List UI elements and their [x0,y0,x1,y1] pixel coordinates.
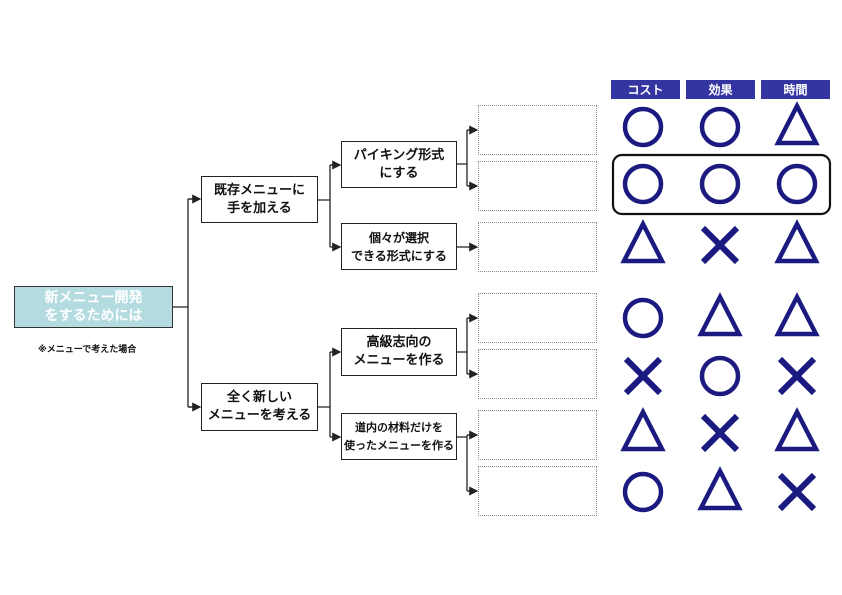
node-individual-choice: 個々が選択 できる形式にする [341,223,457,270]
node-premium: 高級志向の メニューを作る [341,328,457,376]
circle-icon [622,471,664,513]
triangle-icon [620,407,666,452]
empty-box [478,466,597,516]
empty-box [478,161,597,211]
empty-box [478,349,597,399]
circle-icon [622,297,664,339]
triangle-icon [697,292,743,337]
empty-box [478,293,597,343]
cross-icon [700,413,740,453]
root-node: 新メニュー開発 をするためには [14,286,173,328]
circle-icon [776,163,818,205]
circle-icon [699,106,741,148]
circle-icon [622,106,664,148]
note-text: ※メニューで考えた場合 [38,345,137,355]
column-header-effect: 効果 [686,80,755,99]
node-modify-existing: 既存メニューに 手を加える [201,176,318,223]
circle-icon [622,163,664,205]
cross-icon [777,356,817,396]
column-header-cost: コスト [611,80,680,99]
cross-icon [700,225,740,265]
empty-box [478,222,597,272]
node-local-ingredients: 道内の材料だけを 使ったメニューを作る [341,413,457,460]
column-header-time: 時間 [761,80,830,99]
circle-icon [699,355,741,397]
highlight-frame [611,153,832,216]
cross-icon [623,356,663,396]
node-new-menu: 全く新しい メニューを考える [201,383,318,431]
triangle-icon [774,101,820,146]
triangle-icon [774,219,820,264]
node-viking-style: パイキング形式 にする [341,141,457,188]
cross-icon [777,472,817,512]
triangle-icon [697,466,743,511]
empty-box [478,105,597,155]
circle-icon [699,163,741,205]
triangle-icon [774,292,820,337]
triangle-icon [774,407,820,452]
empty-box [478,410,597,460]
triangle-icon [620,219,666,264]
